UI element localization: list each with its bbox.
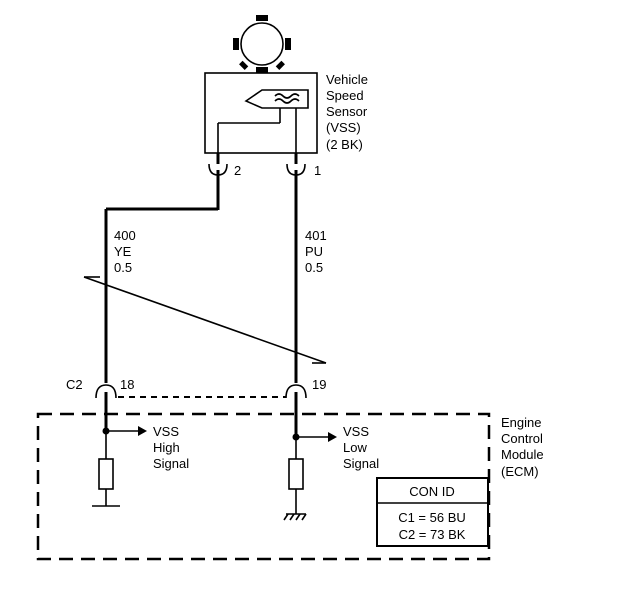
ecm-connector-pin-19 bbox=[285, 384, 307, 437]
high-signal-line1: VSS bbox=[153, 424, 179, 439]
sensor-label-line5: (2 BK) bbox=[326, 137, 363, 152]
wire-right-gauge: 0.5 bbox=[305, 260, 323, 275]
con-id-row1: C1 = 56 BU bbox=[398, 510, 466, 525]
low-signal-line2: Low bbox=[343, 440, 367, 455]
sensor-label-line4: (VSS) bbox=[326, 120, 361, 135]
con-id-box bbox=[376, 477, 489, 547]
high-signal-line3: Signal bbox=[153, 456, 189, 471]
ecm-boundary bbox=[36, 412, 491, 561]
wire-400 bbox=[104, 207, 218, 383]
ecm-label-line2: Control bbox=[501, 431, 543, 446]
low-signal-line3: Signal bbox=[343, 456, 379, 471]
wire-left-gauge: 0.5 bbox=[114, 260, 132, 275]
sensor-label-line3: Sensor bbox=[326, 104, 368, 119]
high-signal-line2: High bbox=[153, 440, 180, 455]
ecm-label-line4: (ECM) bbox=[501, 464, 539, 479]
wire-left-color: YE bbox=[114, 244, 132, 259]
ecm-pin-label-right: 19 bbox=[312, 377, 326, 392]
low-signal-line1: VSS bbox=[343, 424, 369, 439]
tone-ring-icon bbox=[233, 15, 291, 73]
con-id-title: CON ID bbox=[409, 484, 455, 499]
ecm-label-line3: Module bbox=[501, 447, 544, 462]
sensor-label-line2: Speed bbox=[326, 88, 364, 103]
sensor-pin-label-right: 1 bbox=[314, 163, 321, 178]
sensor-connector-pin-1 bbox=[286, 153, 306, 383]
sensor-box bbox=[204, 72, 318, 154]
ground-icon bbox=[283, 513, 307, 521]
sensor-connector-pin-2 bbox=[208, 153, 228, 210]
wire-right-circuit: 401 bbox=[305, 228, 327, 243]
ecm-connector-name: C2 bbox=[66, 377, 83, 392]
wire-left-circuit: 400 bbox=[114, 228, 136, 243]
twisted-pair-indicator bbox=[83, 276, 327, 364]
wire-right-color: PU bbox=[305, 244, 323, 259]
ecm-pin-label-left: 18 bbox=[120, 377, 134, 392]
low-signal-circuit bbox=[288, 432, 337, 514]
ecm-connector-pin-18 bbox=[95, 384, 117, 431]
pickup-coil-icon bbox=[217, 89, 309, 153]
sensor-label-line1: Vehicle bbox=[326, 72, 368, 87]
ecm-label-line1: Engine bbox=[501, 415, 541, 430]
high-signal-circuit bbox=[92, 426, 147, 507]
con-id-row2: C2 = 73 BK bbox=[399, 527, 466, 542]
sensor-pin-label-left: 2 bbox=[234, 163, 241, 178]
